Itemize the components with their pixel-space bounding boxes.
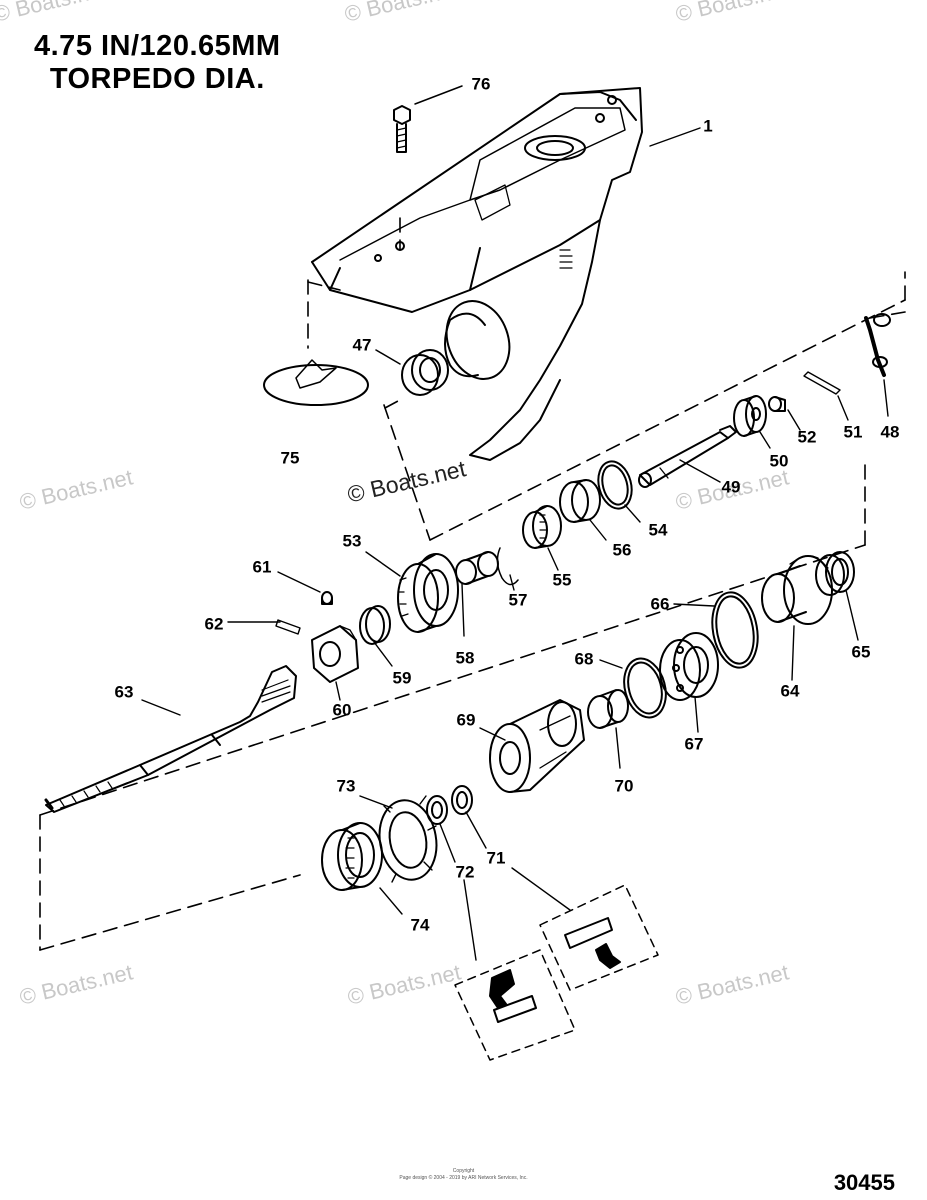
gear-housing-part-1 [311,87,643,461]
reverse-gear-part-64 [761,555,833,625]
callout-56: 56 [612,540,632,560]
callout-68: 68 [574,649,594,669]
inset-right-contents [564,917,621,969]
leader-lines [141,127,889,961]
copyright-notice: Copyright Page design © 2004 - 2019 by A… [0,1168,927,1182]
title-line-2: TORPEDO DIA. [49,63,265,95]
ball-bearing-part-67 [659,632,719,701]
cotter-pin-part-51 [803,371,841,395]
callout-58: 58 [455,648,475,668]
callout-64: 64 [780,681,800,701]
callout-63: 63 [114,682,134,702]
callout-74: 74 [410,915,430,935]
callout-49: 49 [721,477,741,497]
forward-gear-part-53 [397,553,459,633]
washer-part-71 [451,785,473,815]
callout-60: 60 [332,700,352,720]
pin-part-52 [768,396,786,412]
callout-70: 70 [614,776,634,796]
copyright-line-1: Copyright [452,1168,475,1174]
washer-part-72 [426,795,448,825]
inset-box-left [454,949,576,1061]
propeller-shaft-part-63 [44,665,297,813]
cam-part-50 [733,395,767,437]
needle-bearing-part-70 [587,689,629,729]
callout-1: 1 [703,116,713,136]
cross-pin-part-62 [275,619,301,635]
needle-bearing-part-58 [455,551,499,585]
callout-76: 76 [471,74,491,94]
shift-link-part-48 [864,313,891,377]
inset-box-right [539,884,659,991]
shaft-part-49 [638,425,737,488]
anode-plate-part-75 [263,359,369,406]
callout-55: 55 [552,570,572,590]
callout-69: 69 [456,710,476,730]
bearing-cup-part-65 [815,551,855,596]
callout-71: 71 [486,848,506,868]
callout-50: 50 [769,451,789,471]
diagram-title: 4.75 IN/120.65MM TORPEDO DIA. [34,30,281,96]
callout-66: 66 [650,594,670,614]
callout-72: 72 [455,862,475,882]
callout-47: 47 [352,335,372,355]
ring-part-59 [359,605,391,645]
copyright-line-2: Page design © 2004 - 2019 by ARI Network… [399,1175,528,1181]
ring-part-54 [597,460,633,510]
o-ring-part-66 [711,591,759,669]
bearing-cup-part-56 [559,479,601,523]
title-line-1: 4.75 IN/120.65MM [34,30,281,62]
inset-left-contents [489,969,537,1023]
callout-51: 51 [843,422,863,442]
callout-62: 62 [204,614,224,634]
snap-ring-part-57 [496,547,519,586]
callout-54: 54 [648,520,668,540]
callout-61: 61 [252,557,272,577]
clutch-part-60 [311,625,359,683]
callout-65: 65 [851,642,871,662]
callout-75: 75 [280,448,300,468]
figure-number: 30455 [833,1170,895,1195]
bolt-part-76 [393,85,463,153]
o-ring-part-68 [623,657,667,719]
callout-57: 57 [508,590,528,610]
callout-52: 52 [797,427,817,447]
tapered-bearing-part-55 [522,505,562,549]
assembly-dashed-lines [39,217,906,951]
callout-67: 67 [684,734,704,754]
callout-59: 59 [392,668,412,688]
callout-53: 53 [342,531,362,551]
detent-part-61 [321,591,333,605]
bearing-cup-part-47 [375,349,449,396]
retainer-nut-part-74 [321,822,383,891]
bearing-carrier-part-69 [489,699,585,793]
callout-48: 48 [880,422,900,442]
callout-73: 73 [336,776,356,796]
